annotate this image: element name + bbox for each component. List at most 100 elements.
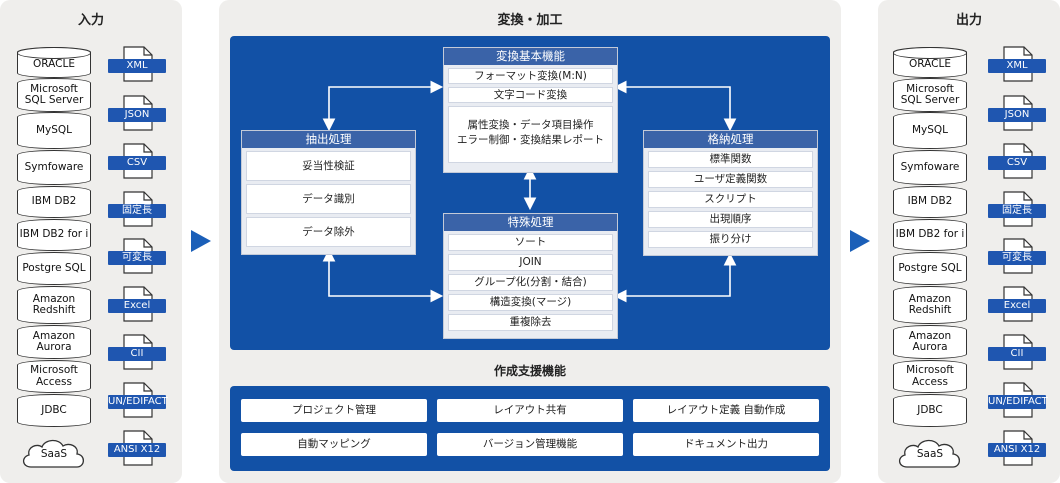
- file-format-label: 固定長: [108, 204, 166, 218]
- database-label: IBM DB2 for i: [19, 228, 89, 241]
- file-format-label: XML: [988, 59, 1046, 73]
- database-input-9: Microsoft Access: [17, 360, 91, 393]
- file-format-label: Excel: [108, 299, 166, 313]
- store-item: ユーザ定義関数: [648, 171, 813, 188]
- file-format-label: ANSI X12: [988, 443, 1046, 457]
- database-output-0: ORACLE: [892, 46, 968, 78]
- database-output-8: Amazon Aurora: [893, 325, 967, 359]
- file-format-output-1: JSON: [988, 95, 1046, 131]
- file-format-input-2: CSV: [108, 143, 166, 179]
- file-format-input-4: 可変長: [108, 238, 166, 274]
- store-item: 出現順序: [648, 211, 813, 228]
- database-output-6: Postgre SQL: [893, 252, 967, 285]
- file-format-label: UN/EDIFACT: [108, 395, 168, 409]
- special-item: グループ化(分割・結合): [448, 274, 613, 291]
- database-label: Amazon Redshift: [32, 292, 76, 316]
- basic-item: 文字コード変換: [448, 87, 613, 103]
- file-format-output-3: 固定長: [988, 191, 1046, 227]
- store-item: スクリプト: [648, 191, 813, 208]
- file-format-output-2: CSV: [988, 143, 1046, 179]
- output-title: 出力: [955, 13, 982, 28]
- extract-card: 抽出処理 妥当性検証 データ識別 データ除外: [241, 130, 416, 255]
- file-format-label: ANSI X12: [108, 443, 166, 457]
- database-label: Postgre SQL: [22, 261, 86, 274]
- database-label: Symfoware: [24, 160, 84, 173]
- database-input-2: MySQL: [17, 112, 91, 149]
- database-input-8: Amazon Aurora: [17, 325, 91, 359]
- file-format-output-6: CII: [988, 334, 1046, 370]
- support-item: ドキュメント出力: [633, 433, 819, 456]
- file-format-input-8: ANSI X12: [108, 430, 166, 466]
- file-format-output-7: UN/EDIFACT: [988, 382, 1048, 418]
- special-item: 重複除去: [448, 314, 613, 331]
- database-input-10: JDBC: [17, 394, 91, 427]
- file-format-label: 可変長: [108, 251, 166, 265]
- database-output-10: JDBC: [893, 394, 967, 427]
- file-format-output-4: 可変長: [988, 238, 1046, 274]
- special-item: 構造変換(マージ): [448, 294, 613, 311]
- file-format-output-8: ANSI X12: [988, 430, 1046, 466]
- extract-title: 抽出処理: [242, 131, 415, 148]
- database-input-5: IBM DB2 for i: [17, 219, 91, 251]
- transform-title: 変換・加工: [497, 13, 563, 28]
- cloud-label: SaaS: [40, 448, 68, 460]
- file-format-label: 固定長: [988, 204, 1046, 218]
- file-format-label: 可変長: [988, 251, 1046, 265]
- database-label: ORACLE: [33, 57, 75, 70]
- file-format-input-7: UN/EDIFACT: [108, 382, 168, 418]
- extract-item: データ識別: [246, 184, 411, 214]
- store-card: 格納処理 標準関数 ユーザ定義関数 スクリプト 出現順序 振り分け: [643, 130, 818, 256]
- database-label: MySQL: [35, 123, 73, 136]
- file-format-label: JSON: [108, 108, 166, 122]
- file-format-input-0: XML: [108, 46, 166, 82]
- support-item: バージョン管理機能: [437, 433, 623, 456]
- file-format-input-1: JSON: [108, 95, 166, 131]
- database-label: JDBC: [41, 403, 67, 416]
- database-label: Microsoft Access: [906, 364, 954, 388]
- cloud-icon-output: SaaS: [895, 436, 965, 470]
- store-item: 振り分け: [648, 231, 813, 248]
- special-card: 特殊処理 ソート JOIN グループ化(分割・結合) 構造変換(マージ) 重複除…: [443, 213, 618, 339]
- file-format-label: CSV: [988, 156, 1046, 170]
- basic-item: フォーマット変換(M:N): [448, 68, 613, 84]
- database-label: ORACLE: [909, 57, 951, 70]
- support-item: 自動マッピング: [241, 433, 427, 456]
- file-format-label: Excel: [988, 299, 1046, 313]
- database-input-4: IBM DB2: [17, 186, 91, 218]
- basic-transform-card: 変換基本機能 フォーマット変換(M:N) 文字コード変換 属性変換・データ項目操…: [443, 47, 618, 173]
- basic-description-line: 属性変換・データ項目操作: [467, 119, 594, 131]
- database-label: Amazon Aurora: [32, 329, 76, 353]
- file-format-input-5: Excel: [108, 286, 166, 322]
- support-item: レイアウト共有: [437, 399, 623, 422]
- support-title: 作成支援機能: [493, 364, 566, 378]
- file-format-label: CII: [988, 347, 1046, 361]
- database-output-4: IBM DB2: [893, 186, 967, 218]
- database-output-5: IBM DB2 for i: [893, 219, 967, 251]
- database-output-9: Microsoft Access: [893, 360, 967, 393]
- database-label: Microsoft Access: [30, 364, 78, 388]
- database-output-1: Microsoft SQL Server: [893, 78, 967, 112]
- database-label: Postgre SQL: [898, 261, 962, 274]
- file-format-label: UN/EDIFACT: [988, 395, 1048, 409]
- file-format-label: XML: [108, 59, 166, 73]
- database-label: Microsoft SQL Server: [24, 82, 84, 106]
- basic-description: 属性変換・データ項目操作 エラー制御・変換結果レポート: [448, 106, 613, 163]
- file-format-label: JSON: [988, 108, 1046, 122]
- flow-arrow-output: [850, 230, 870, 252]
- special-item: JOIN: [448, 254, 613, 271]
- file-format-label: CII: [108, 347, 166, 361]
- file-format-output-0: XML: [988, 46, 1046, 82]
- file-format-output-5: Excel: [988, 286, 1046, 322]
- support-item: プロジェクト管理: [241, 399, 427, 422]
- database-input-0: ORACLE: [16, 46, 92, 78]
- database-input-3: Symfoware: [17, 150, 91, 185]
- database-input-6: Postgre SQL: [17, 252, 91, 285]
- database-label: Symfoware: [900, 160, 960, 173]
- database-output-2: MySQL: [893, 112, 967, 149]
- basic-description-line: エラー制御・変換結果レポート: [457, 134, 604, 146]
- database-input-1: Microsoft SQL Server: [17, 78, 91, 112]
- support-item: レイアウト定義 自動作成: [633, 399, 819, 422]
- cloud-label: SaaS: [916, 448, 944, 460]
